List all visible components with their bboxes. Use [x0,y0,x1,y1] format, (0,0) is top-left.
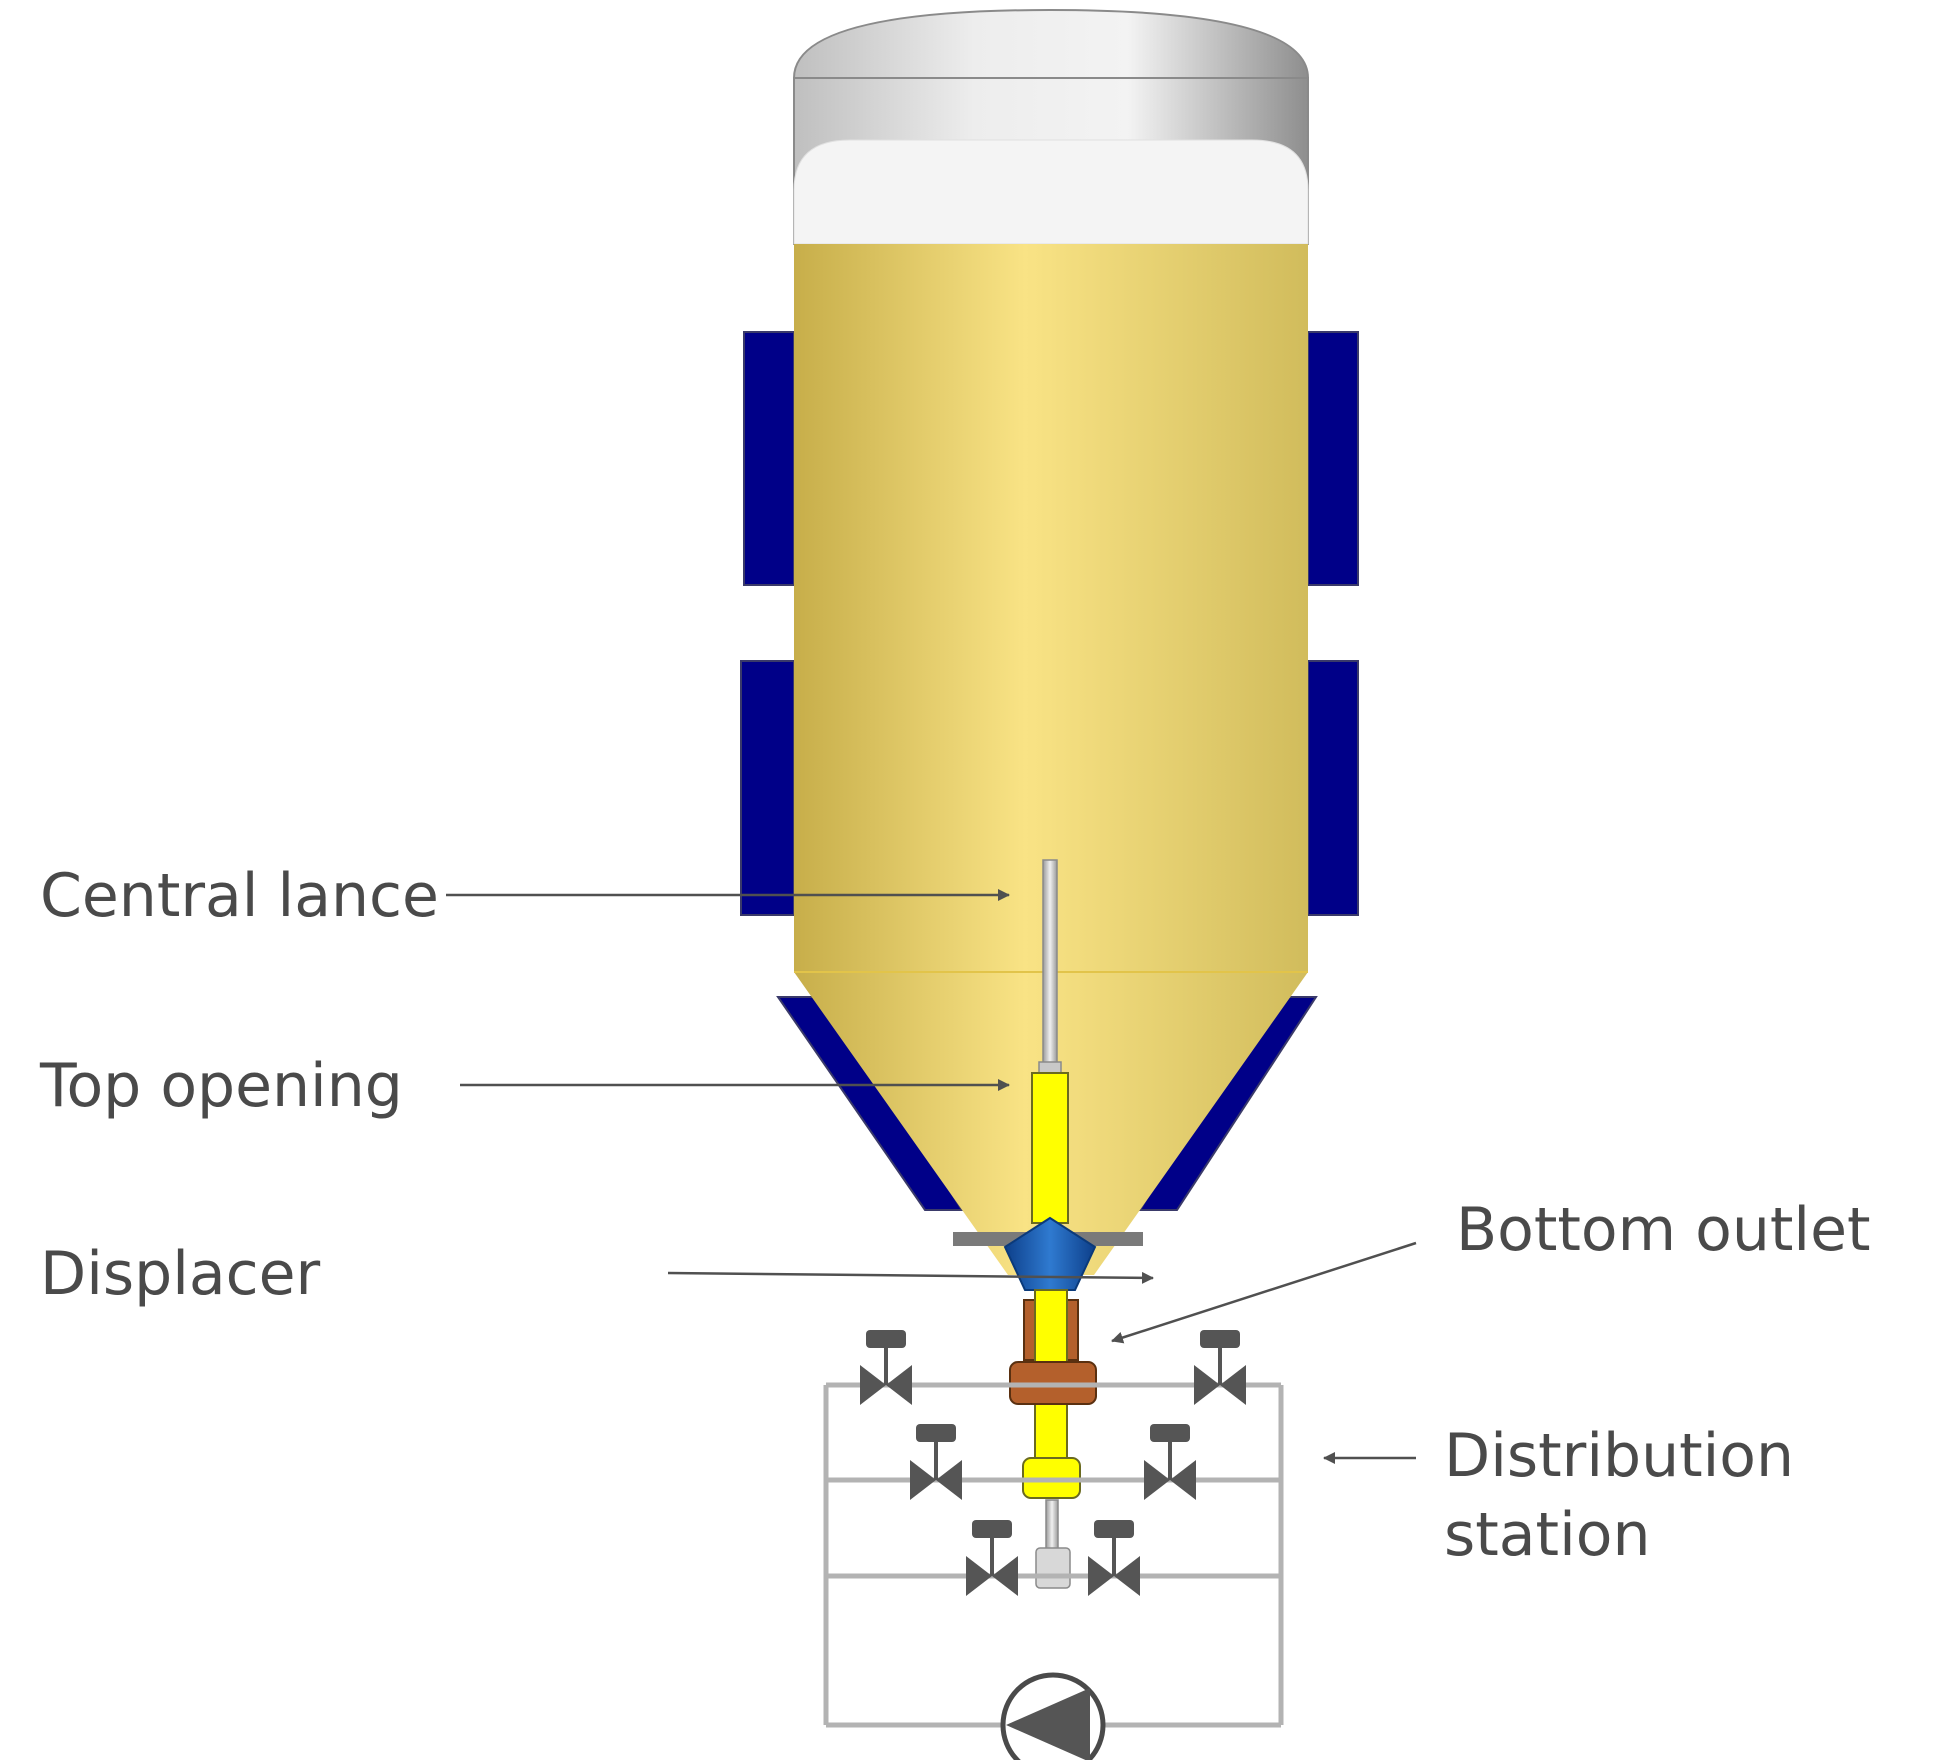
jacket-lower-right [1307,660,1359,916]
valve-row-3-right [1088,1520,1140,1596]
jacket-upper-left [743,331,795,586]
valve-row-1-left [860,1330,912,1405]
arrow-displacer [667,1271,1154,1284]
valve-row-3-left [966,1520,1018,1596]
jacket-cone-left [776,996,964,1211]
arrow-bottom-outlet [1111,1241,1417,1344]
jacket-group [740,331,1359,1211]
lance-lower-end [1035,1547,1071,1589]
dome-cap [792,8,1310,79]
headspace [793,139,1309,245]
label-central-lance: Central lance [40,861,439,931]
label-distribution-station-line2: station [1444,1500,1650,1570]
jacket-lower-left [740,660,795,916]
jacket-upper-right [1307,331,1359,586]
valve-row-1-right [1194,1330,1246,1405]
callout-arrows [446,889,1417,1464]
lance-lower-rod [1045,1499,1059,1551]
label-bottom-outlet: Bottom outlet [1456,1195,1871,1265]
label-distribution-station-line1: Distribution [1444,1421,1794,1491]
top-opening-pipe [1031,1072,1069,1224]
tank-dome [792,8,1310,245]
central-lance [1042,859,1058,1071]
product-cylinder [794,244,1308,972]
pump-icon [1000,1672,1106,1760]
valve-row-2-left [910,1424,962,1500]
valve-row-2-right [1144,1424,1196,1500]
label-displacer: Displacer [40,1239,321,1309]
label-top-opening: Top opening [39,1051,403,1121]
